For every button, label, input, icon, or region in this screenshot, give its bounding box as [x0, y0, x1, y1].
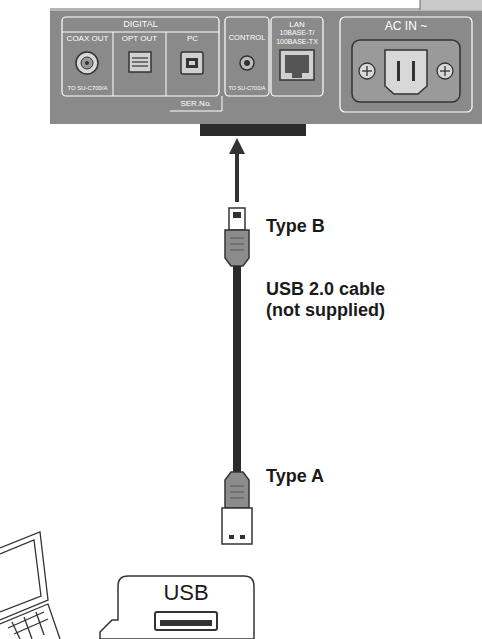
- port-label: PC: [166, 34, 219, 43]
- plug-label: Type A: [266, 466, 386, 487]
- group-label: DIGITAL: [62, 19, 219, 29]
- callout-bubble: [100, 576, 254, 639]
- serial-label: SER.No.: [172, 99, 220, 108]
- usb-cable: [222, 208, 252, 544]
- port-note: TO SU-C700/A: [225, 85, 269, 91]
- port-callout: USB: [118, 580, 254, 605]
- port-label: 10BASE-T/: [271, 29, 323, 37]
- port-label: OPT OUT: [113, 34, 166, 43]
- port-label: 100BASE-TX: [271, 38, 323, 46]
- insert-arrow: [235, 146, 239, 202]
- plug-label: Type B: [266, 216, 386, 237]
- usb-a-port: [155, 612, 217, 630]
- usb-a-port-tongue: [160, 620, 212, 626]
- port-label: COAX OUT: [62, 34, 113, 43]
- port-label: CONTROL: [225, 34, 269, 43]
- rear-panel: [50, 0, 482, 136]
- port-note: TO SU-C700/A: [62, 85, 113, 92]
- port-label: AC IN ~: [340, 20, 472, 34]
- laptop: [0, 532, 60, 639]
- cable-label: USB 2.0 cable (not supplied): [266, 279, 406, 320]
- port-label: LAN: [271, 20, 323, 29]
